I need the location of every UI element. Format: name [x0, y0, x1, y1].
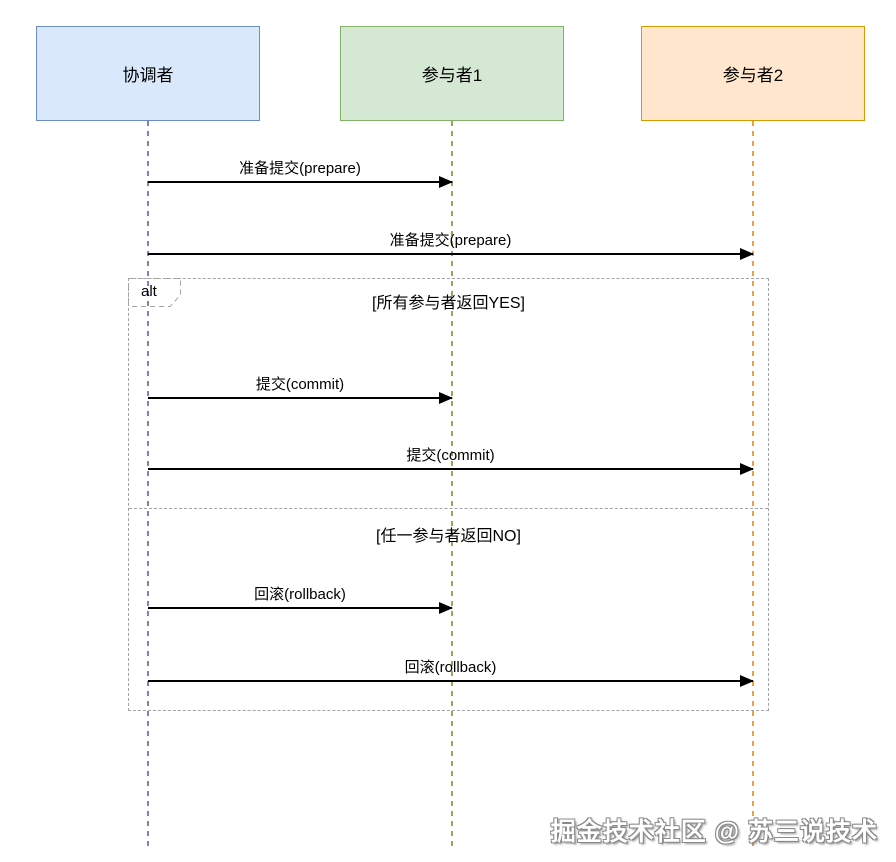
participant-box-coordinator: 协调者: [36, 26, 260, 121]
message-label: 准备提交(prepare): [239, 160, 361, 177]
participant-label-participant2: 参与者2: [722, 66, 784, 85]
message-commit-to-participant2: 提交(commit): [148, 446, 754, 475]
message-label: 提交(commit): [406, 447, 495, 464]
lifeline-coordinator: [147, 121, 149, 850]
arrowhead-icon: [439, 602, 453, 614]
participant-box-participant2: 参与者2: [641, 26, 865, 121]
message-arrow-line: [148, 248, 754, 260]
alt-fragment-frame: alt [所有参与者返回YES] [任一参与者返回NO]: [128, 278, 769, 711]
alt-guard-yes: [所有参与者返回YES]: [372, 295, 525, 312]
arrowhead-icon: [740, 248, 754, 260]
watermark: 掘金技术社区 @ 苏三说技术: [550, 818, 878, 846]
message-prepare-to-participant2: 准备提交(prepare): [148, 231, 754, 260]
message-arrow-line: [148, 176, 453, 188]
message-arrow-line: [148, 463, 754, 475]
alt-operator-label: alt: [141, 283, 157, 300]
message-rollback-to-participant1: 回滚(rollback): [148, 585, 453, 614]
message-commit-to-participant1: 提交(commit): [148, 375, 453, 404]
participant-box-participant1: 参与者1: [340, 26, 564, 121]
arrowhead-icon: [439, 392, 453, 404]
message-prepare-to-participant1: 准备提交(prepare): [148, 159, 453, 188]
alt-operator-pentagon: [128, 278, 181, 307]
alt-guard-no: [任一参与者返回NO]: [376, 528, 521, 545]
message-arrow-line: [148, 392, 453, 404]
lifeline-participant1: [451, 121, 453, 850]
arrowhead-icon: [740, 463, 754, 475]
arrowhead-icon: [439, 176, 453, 188]
message-arrow-line: [148, 675, 754, 687]
message-rollback-to-participant2: 回滚(rollback): [148, 658, 754, 687]
message-label: 回滚(rollback): [404, 659, 497, 676]
message-arrow-line: [148, 602, 453, 614]
message-label: 提交(commit): [255, 376, 345, 393]
message-label: 准备提交(prepare): [389, 232, 512, 249]
lifeline-participant2: [752, 121, 754, 850]
message-label: 回滚(rollback): [254, 586, 346, 603]
participant-label-participant1: 参与者1: [421, 66, 483, 85]
alt-divider: [129, 508, 768, 509]
arrowhead-icon: [740, 675, 754, 687]
participant-label-coordinator: 协调者: [122, 66, 174, 85]
